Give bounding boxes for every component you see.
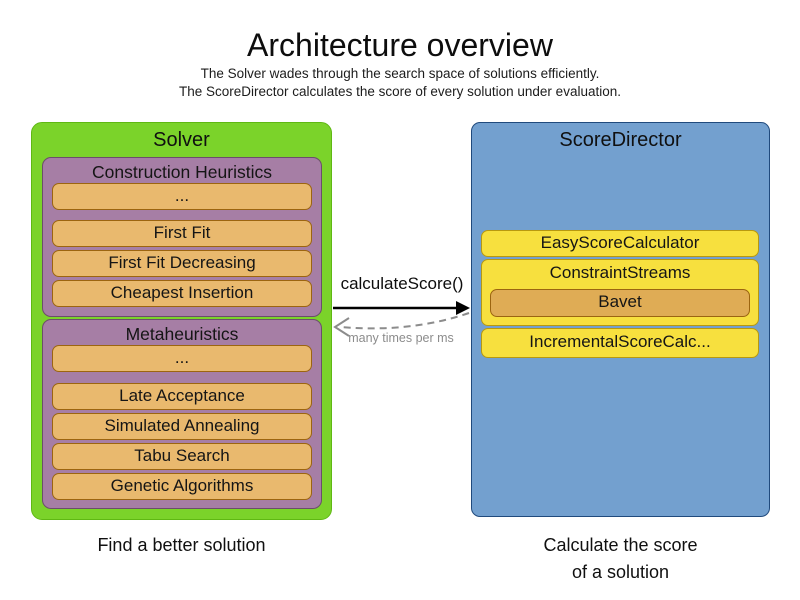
- item-construction-ellipsis: ...: [52, 183, 312, 210]
- metaheuristics-group: Metaheuristics Late Acceptance Simulated…: [42, 319, 322, 509]
- calc-incremental-score-calculator: IncrementalScoreCalc...: [481, 328, 759, 358]
- item-tabu-search: Tabu Search: [52, 443, 312, 470]
- item-metaheuristics-ellipsis: ...: [52, 345, 312, 372]
- item-simulated-annealing: Simulated Annealing: [52, 413, 312, 440]
- solver-caption: Find a better solution: [97, 535, 266, 555]
- calculate-score-label: calculateScore(): [340, 274, 464, 293]
- calc-bavet: Bavet: [490, 289, 750, 317]
- item-genetic-algorithms: Genetic Algorithms: [52, 473, 312, 500]
- construction-heuristics-group: Construction Heuristics First Fit First …: [42, 157, 322, 317]
- item-late-acceptance: Late Acceptance: [52, 383, 312, 410]
- calc-constraint-streams: ConstraintStreams Bavet: [481, 259, 759, 326]
- diagram-title: Architecture overview: [247, 27, 553, 63]
- calc-easy-score-calculator: EasyScoreCalculator: [481, 230, 759, 257]
- scoredirector-title: ScoreDirector: [559, 129, 682, 151]
- frequency-label: many times per ms: [348, 331, 454, 345]
- scoredirector-box: ScoreDirector EasyScoreCalculator Constr…: [471, 122, 770, 517]
- solver-title: Solver: [153, 129, 210, 151]
- item-first-fit: First Fit: [52, 220, 312, 247]
- scoredirector-caption: Calculate the score of a solution: [471, 532, 770, 586]
- metaheuristics-title: Metaheuristics: [125, 324, 239, 344]
- diagram-subtitle-line1: The Solver wades through the search spac…: [200, 66, 600, 81]
- scoredirector-caption-line1: Calculate the score: [543, 535, 698, 555]
- construction-heuristics-title: Construction Heuristics: [92, 162, 272, 182]
- diagram-subtitle-line2: The ScoreDirector calculates the score o…: [179, 84, 621, 99]
- item-first-fit-decreasing: First Fit Decreasing: [52, 250, 312, 277]
- item-cheapest-insertion: Cheapest Insertion: [52, 280, 312, 307]
- solver-box: Solver Construction Heuristics First Fit…: [31, 122, 332, 520]
- constraint-streams-title: ConstraintStreams: [549, 263, 691, 282]
- scoredirector-caption-line2: of a solution: [571, 562, 670, 582]
- calculate-score-arrow: [333, 301, 470, 315]
